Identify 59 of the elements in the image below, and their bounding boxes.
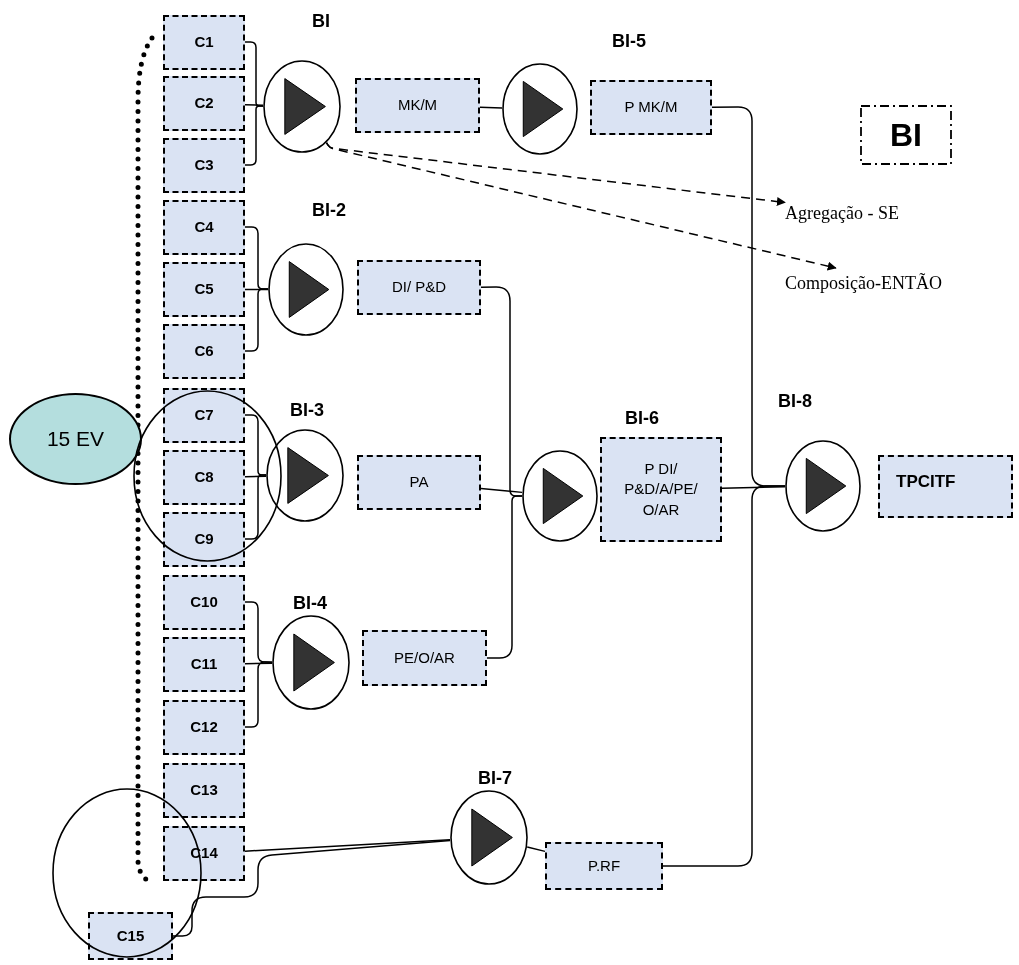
connector-line [172,839,451,937]
component-box: C4 [163,200,245,255]
connector-line [244,662,273,665]
output-box: P DI/ P&D/A/PE/ O/AR [600,437,722,542]
connector-line [244,104,264,107]
connector-line [244,838,451,852]
amplifier-circle [263,60,341,153]
block-label: BI-3 [290,399,324,422]
output-box: PA [357,455,481,510]
component-box: C10 [163,575,245,630]
component-box: C15 [88,912,173,960]
amplifier-circle [522,450,598,542]
connector-line [244,474,267,540]
text-label: Agregação - SE [785,198,960,228]
component-box: C9 [163,512,245,567]
connector-line [486,495,523,659]
component-box: C12 [163,700,245,755]
block-label: BI-5 [612,30,646,53]
component-box: C11 [163,637,245,692]
amplifier-circle [268,243,344,336]
component-box: C2 [163,76,245,131]
component-box: C13 [163,763,245,818]
connector-line [244,475,267,478]
amplifier-circle [266,429,344,522]
block-label: BI-4 [293,592,327,615]
dashed-arrow [325,142,837,271]
connector-line [662,485,786,867]
connector-line [480,487,523,494]
block-label: BI-8 [778,390,812,413]
amplifier-circle [785,440,861,532]
connector-line [526,846,546,853]
output-box: PE/O/AR [362,630,487,686]
amplifier-circle [502,63,578,155]
connector-line [479,106,503,109]
output-box: MK/M [355,78,480,133]
ellipse-node: 15 EV [9,393,142,485]
connector-line [244,661,273,728]
output-box: P MK/M [590,80,712,135]
amplifier-circle [450,790,528,885]
result-box: TPCITF [878,455,1013,518]
component-box: C7 [163,388,245,443]
output-box: DI/ P&D [357,260,481,315]
output-box: P.RF [545,842,663,890]
block-label: BI-6 [625,407,659,430]
block-label: BI-7 [478,767,512,790]
component-box: C1 [163,15,245,70]
amplifier-circle [272,615,350,710]
component-box: C5 [163,262,245,317]
block-label: BI-2 [312,199,346,222]
component-box: C8 [163,450,245,505]
outline-circle [133,390,282,562]
connector-line [721,486,786,489]
legend-box: BI [860,105,952,165]
block-label: BI [312,10,330,33]
text-label: Composição-ENTÃO [785,268,1013,298]
connector-line [244,105,264,166]
connector-line [244,288,269,352]
component-box: C3 [163,138,245,193]
component-box: C6 [163,324,245,379]
